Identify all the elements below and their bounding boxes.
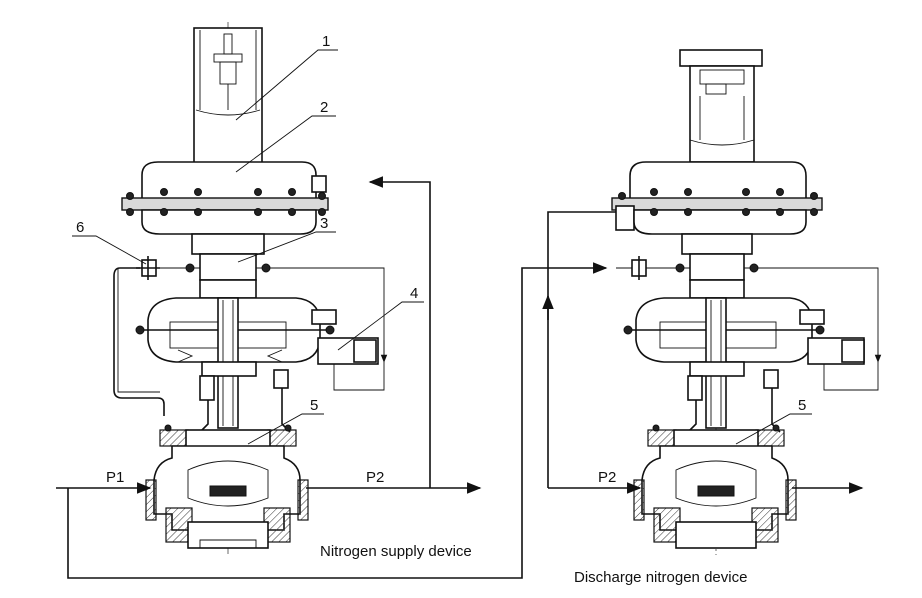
callout-2: 2	[320, 99, 328, 116]
supply-valve-assembly	[113, 22, 379, 555]
callout-1: 1	[322, 33, 330, 50]
leader-lines	[72, 49, 812, 445]
right-flange-bolts	[618, 188, 818, 216]
right-top-cap	[679, 49, 763, 67]
caption-discharge: Discharge nitrogen device	[574, 569, 747, 586]
bottom-loop-line	[67, 262, 608, 579]
pressure-p1: P1	[106, 469, 124, 486]
right-pilot-block	[689, 253, 745, 281]
left-upper-diaphragm	[141, 161, 317, 201]
right-spring-housing	[689, 65, 755, 163]
right-upper-flange	[611, 197, 823, 211]
right-upper-diaphragm	[629, 161, 807, 201]
flow-lines	[56, 176, 882, 579]
right-valve-body	[633, 424, 797, 549]
callout-5-left: 5	[310, 397, 318, 414]
callout-4: 4	[410, 285, 418, 302]
supply-feedback-line	[368, 176, 431, 488]
labels: 1 2 3 4 5 5 6 P1 P2 P2 Nitrogen supply d…	[76, 33, 806, 586]
discharge-valve-assembly	[611, 49, 865, 555]
callout-6: 6	[76, 219, 84, 236]
caption-supply: Nitrogen supply device	[320, 543, 472, 560]
pressure-p2-left: P2	[366, 469, 384, 486]
left-upper-flange	[121, 197, 329, 211]
left-valve-body	[145, 424, 309, 549]
left-flange-bolts	[126, 188, 326, 216]
pressure-p2-right: P2	[598, 469, 616, 486]
discharge-feedback-line	[547, 211, 616, 488]
callout-5-right: 5	[798, 397, 806, 414]
callout-3: 3	[320, 215, 328, 232]
